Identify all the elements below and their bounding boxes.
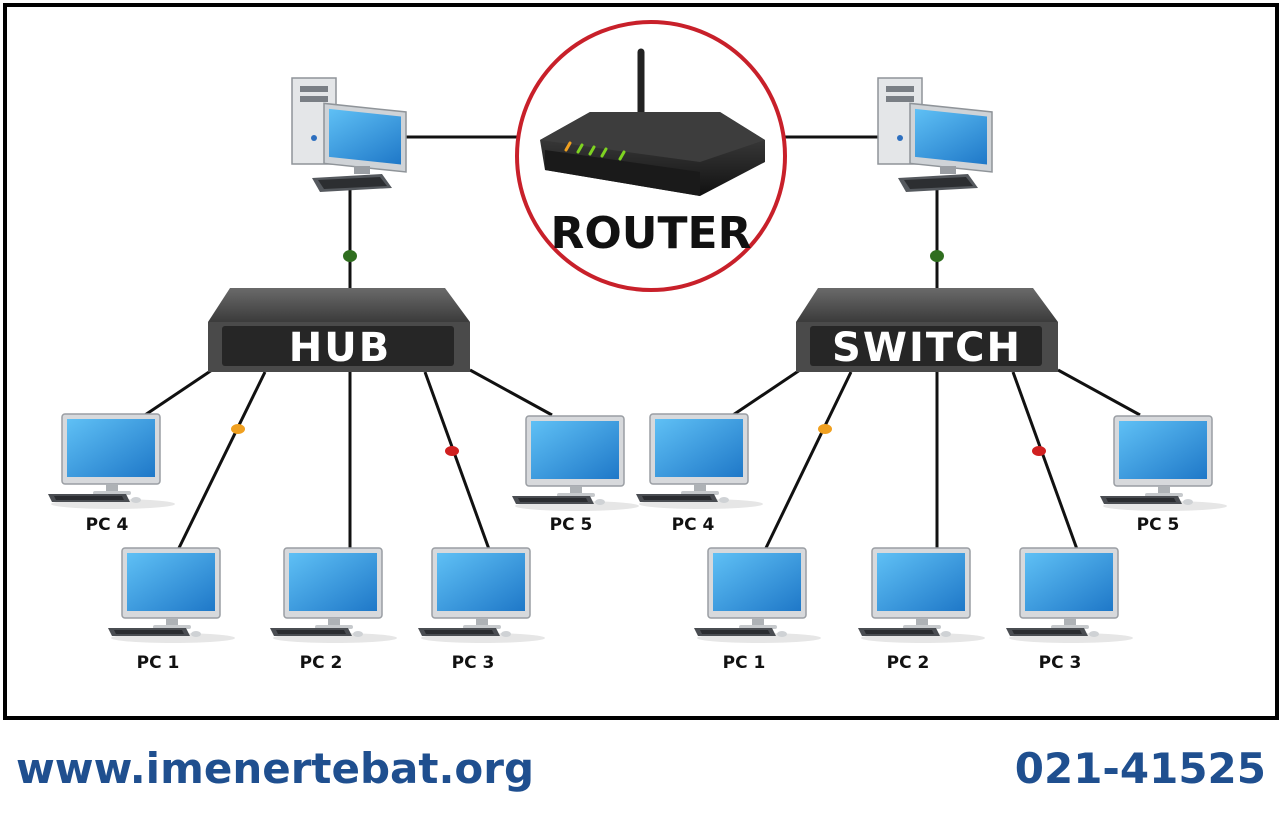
monitor-icon	[635, 413, 764, 510]
pc-node-switch-2[interactable]: PC 2	[857, 547, 986, 673]
hub-device[interactable]: HUB	[208, 288, 470, 372]
monitor-icon	[107, 547, 236, 644]
status-dot-green	[343, 250, 357, 262]
pc-label: PC 4	[86, 515, 129, 535]
pc-node-hub-3[interactable]: PC 3	[417, 547, 546, 673]
pc-label: PC 3	[1039, 653, 1082, 673]
monitor-icon	[47, 413, 176, 510]
pc-node-hub-1[interactable]: PC 1	[107, 547, 236, 673]
pc-label: PC 5	[550, 515, 593, 535]
router-node[interactable]: ROUTER	[515, 20, 787, 292]
footer-phone[interactable]: 021-41525	[1014, 744, 1266, 793]
monitor-icon	[417, 547, 546, 644]
link-hub-pc5	[469, 368, 553, 417]
router-icon	[540, 48, 765, 196]
link-switch-pc4	[732, 368, 801, 417]
pc-node-switch-4[interactable]: PC 4	[635, 413, 764, 535]
pc-node-hub-2[interactable]: PC 2	[269, 547, 398, 673]
status-dot-red	[1032, 446, 1046, 456]
pc-node-switch-5[interactable]: PC 5	[1099, 415, 1228, 535]
monitor-icon	[269, 547, 398, 644]
status-dot-orange	[231, 424, 245, 434]
links	[144, 135, 1141, 553]
link-dots	[231, 250, 1046, 456]
status-dot-red	[445, 446, 459, 456]
link-switch-pc5	[1057, 368, 1141, 417]
hub-label: HUB	[289, 325, 391, 371]
desktop-tower-icon[interactable]	[291, 77, 407, 193]
monitor-icon	[857, 547, 986, 644]
diagram-frame	[3, 3, 1279, 720]
link-hub-pc1	[176, 371, 267, 551]
status-dot-green	[930, 250, 944, 262]
monitor-icon	[511, 415, 640, 512]
link-switch-pc1	[763, 371, 853, 551]
footer-website[interactable]: www.imenertebat.org	[16, 744, 535, 793]
pc-node-hub-5[interactable]: PC 5	[511, 415, 640, 535]
pc-label: PC 4	[672, 515, 715, 535]
link-switch-pc3	[1011, 371, 1080, 553]
link-hub-pc3	[423, 371, 492, 553]
pc-label: PC 5	[1137, 515, 1180, 535]
desktop-tower-icon[interactable]	[877, 77, 993, 193]
link-hub-pc4	[144, 368, 213, 417]
pc-node-switch-1[interactable]: PC 1	[693, 547, 822, 673]
monitor-icon	[693, 547, 822, 644]
monitor-icon	[1099, 415, 1228, 512]
switch-device[interactable]: SWITCH	[796, 288, 1058, 372]
status-dot-orange	[818, 424, 832, 434]
pc-label: PC 2	[300, 653, 343, 673]
pc-label: PC 1	[723, 653, 766, 673]
pc-label: PC 2	[887, 653, 930, 673]
router-label: ROUTER	[551, 208, 752, 259]
switch-label: SWITCH	[832, 325, 1022, 371]
pc-label: PC 3	[452, 653, 495, 673]
monitor-icon	[1005, 547, 1134, 644]
pc-node-hub-4[interactable]: PC 4	[47, 413, 176, 535]
pc-label: PC 1	[137, 653, 180, 673]
pc-node-switch-3[interactable]: PC 3	[1005, 547, 1134, 673]
